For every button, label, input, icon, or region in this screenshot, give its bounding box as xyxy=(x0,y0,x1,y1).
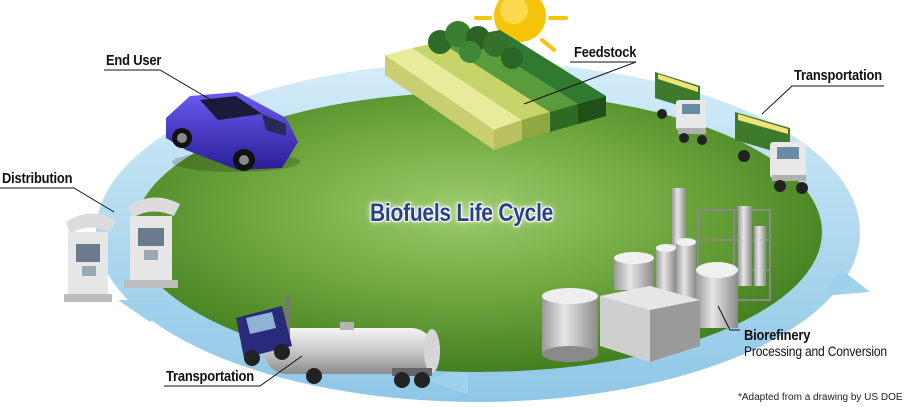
leader-end-user xyxy=(104,69,219,105)
biorefinery-icon xyxy=(542,188,771,362)
label-transportation-top: Transportation xyxy=(794,67,882,84)
label-leader-lines xyxy=(0,61,884,387)
cycle-arrowhead-left xyxy=(118,300,176,322)
car-icon xyxy=(166,92,300,172)
source-credit: *Adapted from a drawing by US DOE EERE xyxy=(738,392,906,403)
feedstock-field-icon xyxy=(385,21,606,150)
feedstock-truck-2-icon xyxy=(735,112,808,194)
leader-biorefinery xyxy=(717,305,740,331)
leader-transportation-bottom xyxy=(164,355,303,387)
label-end-user: End User xyxy=(106,52,162,69)
leader-distribution xyxy=(0,187,115,213)
label-biorefinery-sub: Processing and Conversion xyxy=(744,343,887,359)
cycle-arrowhead-bottom xyxy=(428,366,468,395)
label-transportation-bottom: Transportation xyxy=(166,368,254,385)
feedstock-truck-1-icon xyxy=(655,72,707,145)
fuel-pump-2-icon xyxy=(124,197,180,288)
tanker-truck-icon xyxy=(236,296,440,388)
diagram-title: Biofuels Life Cycle xyxy=(370,199,554,227)
cycle-arrowhead-right xyxy=(822,270,870,296)
leader-transportation-top xyxy=(761,85,884,115)
fuel-pump-1-icon xyxy=(64,213,116,302)
label-feedstock: Feedstock xyxy=(574,44,637,61)
leader-feedstock xyxy=(523,61,637,105)
label-distribution: Distribution xyxy=(2,170,73,187)
label-biorefinery: Biorefinery xyxy=(744,327,811,344)
